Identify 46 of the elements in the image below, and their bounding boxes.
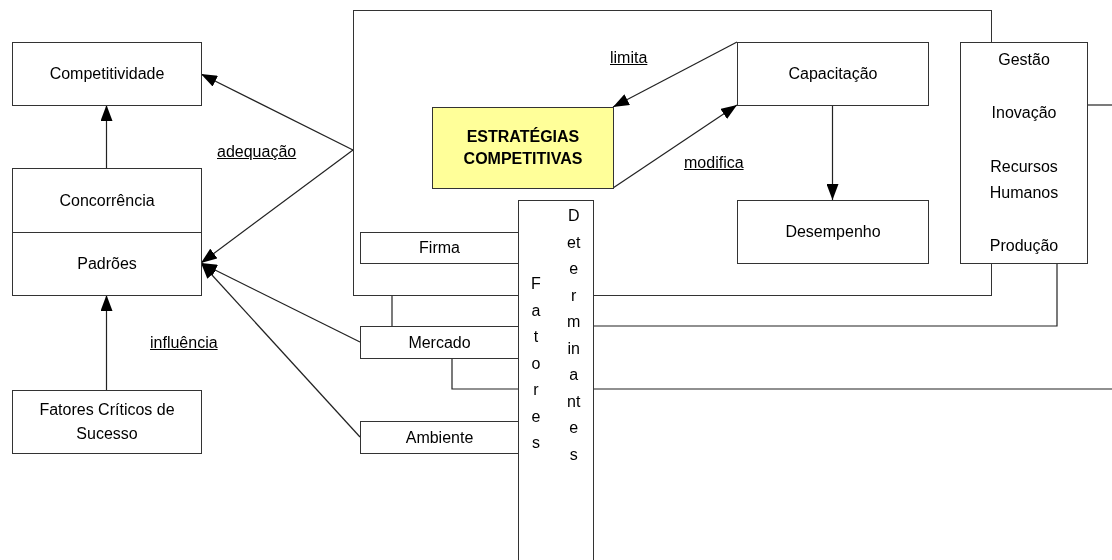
connector-line (200, 73, 354, 151)
vertical-label: Determinantes (567, 206, 581, 465)
box-label: Ambiente (405, 427, 474, 448)
box-label: Gestão (998, 50, 1050, 70)
vertical-label-box (518, 200, 594, 560)
box-label: Concorrência (59, 190, 155, 211)
box-label: Capacitação (788, 64, 878, 84)
connector-line (451, 357, 519, 390)
box-label: Desempenho (785, 222, 881, 242)
factor-box (360, 326, 519, 359)
vertical-label: Fatores (531, 274, 541, 453)
edge-label: influência (148, 333, 220, 353)
process-box (12, 168, 202, 233)
factor-box (360, 232, 519, 264)
process-box (737, 42, 929, 106)
connector-line (100, 294, 113, 391)
process-box (12, 42, 202, 106)
box-label: Firma (419, 238, 460, 258)
box-label: Competitividade (49, 64, 165, 84)
connector-line (612, 41, 738, 108)
connector-line (1086, 104, 1112, 106)
connector-line (391, 294, 393, 327)
edge-label: modifica (682, 153, 746, 173)
factor-box (360, 421, 519, 454)
connector-line (592, 388, 1112, 390)
box-label: Padrões (77, 254, 137, 274)
process-box (737, 200, 929, 264)
connector-line (200, 149, 354, 264)
box-label: Fatores Críticos de Sucesso (38, 400, 176, 444)
edge-label: adequação (215, 142, 299, 162)
connector-line (200, 262, 361, 438)
connector-line (612, 104, 738, 189)
box-label: Recursos Humanos (988, 156, 1060, 203)
area-list-box (960, 42, 1088, 264)
strategy-box (432, 107, 614, 189)
process-box (12, 390, 202, 454)
connector-line (100, 104, 113, 169)
connector-line (200, 262, 361, 343)
connector-line (592, 262, 1058, 327)
box-label: Inovação (991, 103, 1057, 124)
process-box (12, 232, 202, 296)
connector-line (826, 104, 839, 201)
box-label: Produção (989, 236, 1059, 256)
edge-label: limita (608, 48, 650, 68)
box-label: Mercado (408, 332, 471, 353)
box-label: ESTRATÉGIAS COMPETITIVAS (462, 126, 584, 169)
